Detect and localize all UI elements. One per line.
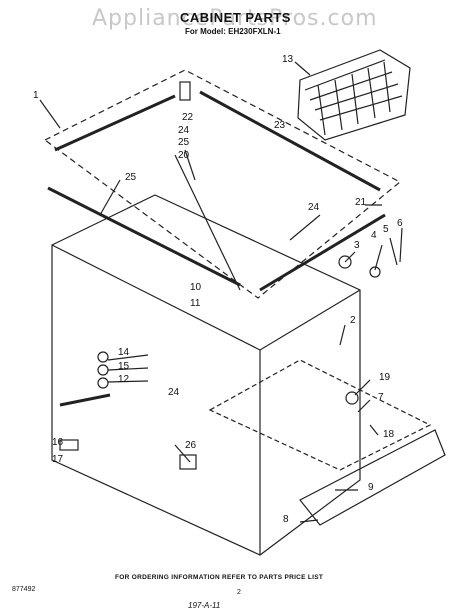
callout-5: 5 — [383, 224, 389, 235]
part-3 — [338, 255, 352, 269]
part-16 — [59, 439, 79, 451]
callout-3: 3 — [354, 240, 360, 251]
callout-9: 9 — [368, 482, 374, 493]
part-19 — [345, 391, 359, 405]
gasket-bottom-right — [259, 213, 386, 292]
callout-21: 21 — [355, 197, 367, 208]
gasket-top-right — [199, 90, 381, 192]
callout-22: 22 — [182, 112, 194, 123]
lid-outline — [43, 69, 402, 299]
gasket-bottom-left — [47, 186, 241, 287]
leader-lines — [39, 61, 403, 291]
callout-15: 15 — [118, 361, 130, 372]
part-hinge-rod — [59, 393, 111, 407]
callout-1: 1 — [33, 90, 39, 101]
callout-20: 20 — [178, 150, 190, 161]
callout-24: 24 — [178, 125, 190, 136]
callout-2: 2 — [350, 315, 356, 326]
cabinet-body — [51, 194, 361, 556]
callout-23: 23 — [274, 120, 286, 131]
callout-13: 13 — [282, 54, 294, 65]
compressor-compartment — [208, 359, 432, 471]
basket-outline — [297, 49, 411, 141]
handwritten-date: 197-A-11 — [188, 601, 221, 610]
watermark: AppliancePartsPros.com — [92, 6, 378, 31]
callout-12: 12 — [118, 374, 130, 385]
part-22 — [179, 81, 191, 101]
callout-25: 25 — [178, 137, 190, 148]
callout-6: 6 — [397, 218, 403, 229]
callout-25: 25 — [125, 172, 137, 183]
callout-17: 17 — [52, 454, 64, 465]
callout-10: 10 — [190, 282, 202, 293]
part-12 — [97, 377, 109, 389]
callout-24: 24 — [168, 387, 180, 398]
callout-8: 8 — [283, 514, 289, 525]
basket-wires-vertical — [317, 61, 391, 136]
callout-11: 11 — [190, 298, 201, 309]
access-cover-panel — [299, 429, 446, 526]
callout-18: 18 — [383, 429, 395, 440]
gasket-top-left — [54, 94, 176, 152]
callout-16: 16 — [52, 437, 64, 448]
part-15 — [97, 364, 109, 376]
callout-24: 24 — [308, 202, 320, 213]
callout-19: 19 — [379, 372, 391, 383]
callout-7: 7 — [378, 392, 384, 403]
part-4 — [369, 266, 381, 278]
part-26 — [179, 454, 197, 470]
page-number: 2 — [237, 589, 241, 596]
callout-14: 14 — [118, 347, 130, 358]
ordering-note: FOR ORDERING INFORMATION REFER TO PARTS … — [115, 574, 324, 581]
leader-lines-lower — [107, 324, 379, 523]
callout-26: 26 — [185, 440, 197, 451]
callout-4: 4 — [371, 230, 377, 241]
part-14 — [97, 351, 109, 363]
model-number: For Model: EH230FXLN-1 — [185, 27, 281, 36]
basket-wires — [304, 59, 403, 121]
diagram-title: CABINET PARTS — [180, 10, 291, 25]
document-code: 877492 — [12, 586, 36, 593]
